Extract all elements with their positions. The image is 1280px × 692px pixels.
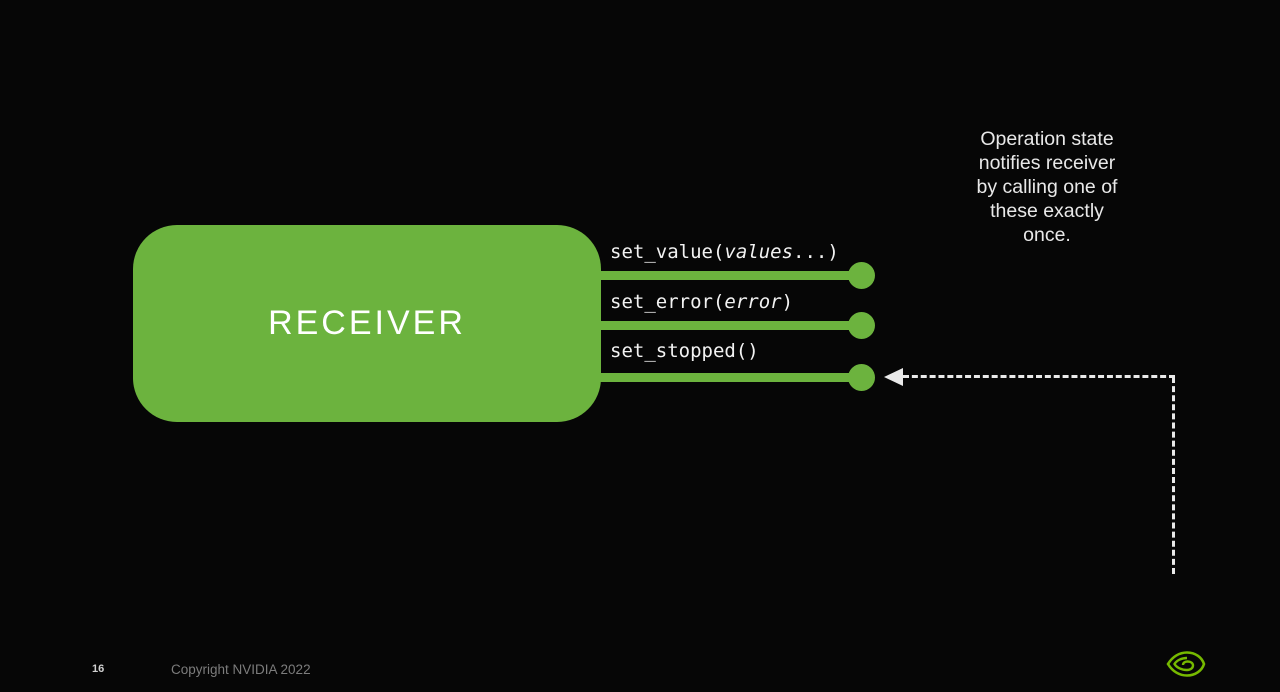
method-line-set-error bbox=[598, 321, 861, 330]
method-dot-set-error bbox=[848, 312, 875, 339]
method-param: values bbox=[724, 241, 794, 263]
annotation-line: notifies receiver bbox=[978, 152, 1116, 174]
annotation-text: Operation state notifies receiver by cal… bbox=[938, 127, 1156, 247]
method-prefix: set_error( bbox=[610, 291, 725, 313]
method-line-set-value bbox=[598, 271, 861, 280]
method-dot-set-value bbox=[848, 262, 875, 289]
method-label-set-stopped: set_stopped() bbox=[610, 340, 759, 362]
method-dot-set-stopped bbox=[848, 364, 875, 391]
page-number: 16 bbox=[92, 663, 105, 675]
method-label-set-value: set_value(values...) bbox=[610, 241, 839, 263]
dashed-line-vertical bbox=[1172, 377, 1175, 574]
copyright-text: Copyright NVIDIA 2022 bbox=[171, 662, 311, 677]
method-suffix: ) bbox=[781, 291, 794, 313]
dashed-line-horizontal bbox=[903, 375, 1175, 378]
method-prefix: set_value( bbox=[610, 241, 725, 263]
method-label-set-error: set_error(error) bbox=[610, 291, 793, 313]
arrow-left-icon bbox=[884, 368, 903, 386]
receiver-label: RECEIVER bbox=[268, 304, 466, 342]
annotation-line: Operation state bbox=[980, 128, 1114, 150]
method-suffix: ...) bbox=[793, 241, 839, 263]
annotation-line: these exactly bbox=[990, 200, 1104, 222]
nvidia-logo-icon bbox=[1166, 651, 1206, 677]
receiver-box: RECEIVER bbox=[133, 225, 601, 422]
annotation-line: by calling one of bbox=[976, 176, 1118, 198]
method-line-set-stopped bbox=[598, 373, 861, 382]
method-param: error bbox=[724, 291, 782, 313]
method-prefix: set_stopped() bbox=[610, 340, 759, 362]
annotation-line: once. bbox=[1023, 224, 1071, 246]
